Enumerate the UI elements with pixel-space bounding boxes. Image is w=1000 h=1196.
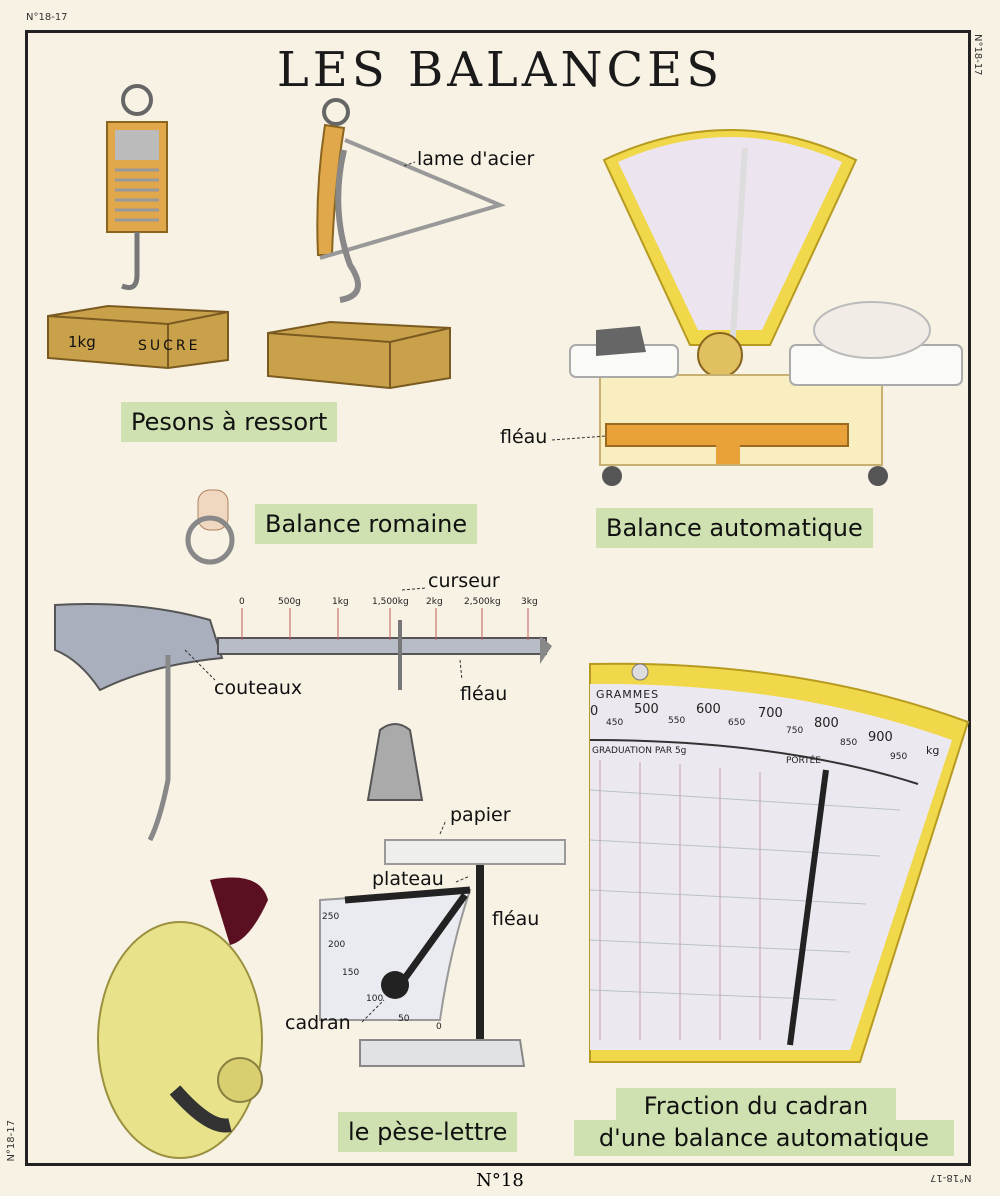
dial-minor-tick: 650 xyxy=(728,718,746,728)
letter-dial-tick: 250 xyxy=(322,912,340,922)
romaine-tick: 1,500kg xyxy=(372,597,409,607)
annotation-plateau: plateau xyxy=(372,868,444,890)
dial-major-tick: 700 xyxy=(758,706,783,721)
romaine-tick: 1kg xyxy=(332,597,349,607)
label-balance-romaine: Balance romaine xyxy=(255,504,478,544)
romaine-tick: 3kg xyxy=(521,597,538,607)
dial-graduation-note: GRADUATION PAR 5g xyxy=(592,746,687,756)
box-brand-label: SUCRE xyxy=(138,338,201,354)
label-fraction-du-cadran-line2: d'une balance automatique xyxy=(574,1120,954,1156)
letter-dial-tick: 100 xyxy=(366,994,384,1004)
romaine-tick: 0 xyxy=(239,597,245,607)
letter-dial-tick: 0 xyxy=(436,1022,442,1032)
romaine-tick: 2,500kg xyxy=(464,597,501,607)
spring-scale-illustration xyxy=(47,84,229,370)
annotation-fleau-automatique: fléau xyxy=(500,426,548,448)
annotation-lame-d-acier: lame d'acier xyxy=(417,148,535,170)
dial-minor-tick: 550 xyxy=(668,716,686,726)
dial-major-tick: 800 xyxy=(814,716,839,731)
dial-minor-tick: 450 xyxy=(606,718,624,728)
letter-dial-tick: 50 xyxy=(398,1014,410,1024)
poster-title: LES BALANCES xyxy=(276,42,724,98)
letter-scale-illustration xyxy=(319,839,566,1067)
box-weight-label: 1kg xyxy=(68,333,96,351)
dial-minor-tick: 850 xyxy=(840,738,858,748)
annotation-fleau-pese-lettre: fléau xyxy=(492,908,540,930)
corner-label-top-left: N°18-17 xyxy=(26,12,68,23)
label-pesons-a-ressort: Pesons à ressort xyxy=(121,402,338,442)
dial-major-tick: 500 xyxy=(634,702,659,717)
corner-label-top-right: N°18-17 xyxy=(972,34,983,76)
label-fraction-du-cadran-line1: Fraction du cadran xyxy=(616,1088,896,1124)
automatic-scale-illustration xyxy=(569,129,963,486)
dial-minor-tick: 750 xyxy=(786,726,804,736)
annotation-cadran: cadran xyxy=(285,1012,351,1034)
steel-blade-scale-illustration xyxy=(267,98,506,390)
poster-frame xyxy=(25,30,971,1166)
annotation-couteaux: couteaux xyxy=(214,677,303,699)
dial-major-tick: 0 xyxy=(590,704,599,719)
dial-fraction-illustration xyxy=(589,662,970,1063)
dial-unit-kg: kg xyxy=(926,744,940,757)
dial-major-tick: 600 xyxy=(696,702,721,717)
poster-number: N°18 xyxy=(476,1170,524,1191)
annotation-fleau-romaine: fléau xyxy=(460,683,508,705)
label-pese-lettre: le pèse-lettre xyxy=(338,1112,518,1152)
letter-dial-tick: 200 xyxy=(328,940,346,950)
roman-balance-illustration xyxy=(54,489,552,1159)
annotation-curseur: curseur xyxy=(428,570,500,592)
dial-portee-label: PORTÉE xyxy=(786,756,821,766)
romaine-tick: 500g xyxy=(278,597,301,607)
annotation-papier: papier xyxy=(450,804,511,826)
label-balance-automatique: Balance automatique xyxy=(596,508,873,548)
romaine-tick: 2kg xyxy=(426,597,443,607)
dial-header-grammes: GRAMMES xyxy=(596,688,660,701)
dial-major-tick: 900 xyxy=(868,730,893,745)
dial-minor-tick: 950 xyxy=(890,752,908,762)
letter-dial-tick: 150 xyxy=(342,968,360,978)
